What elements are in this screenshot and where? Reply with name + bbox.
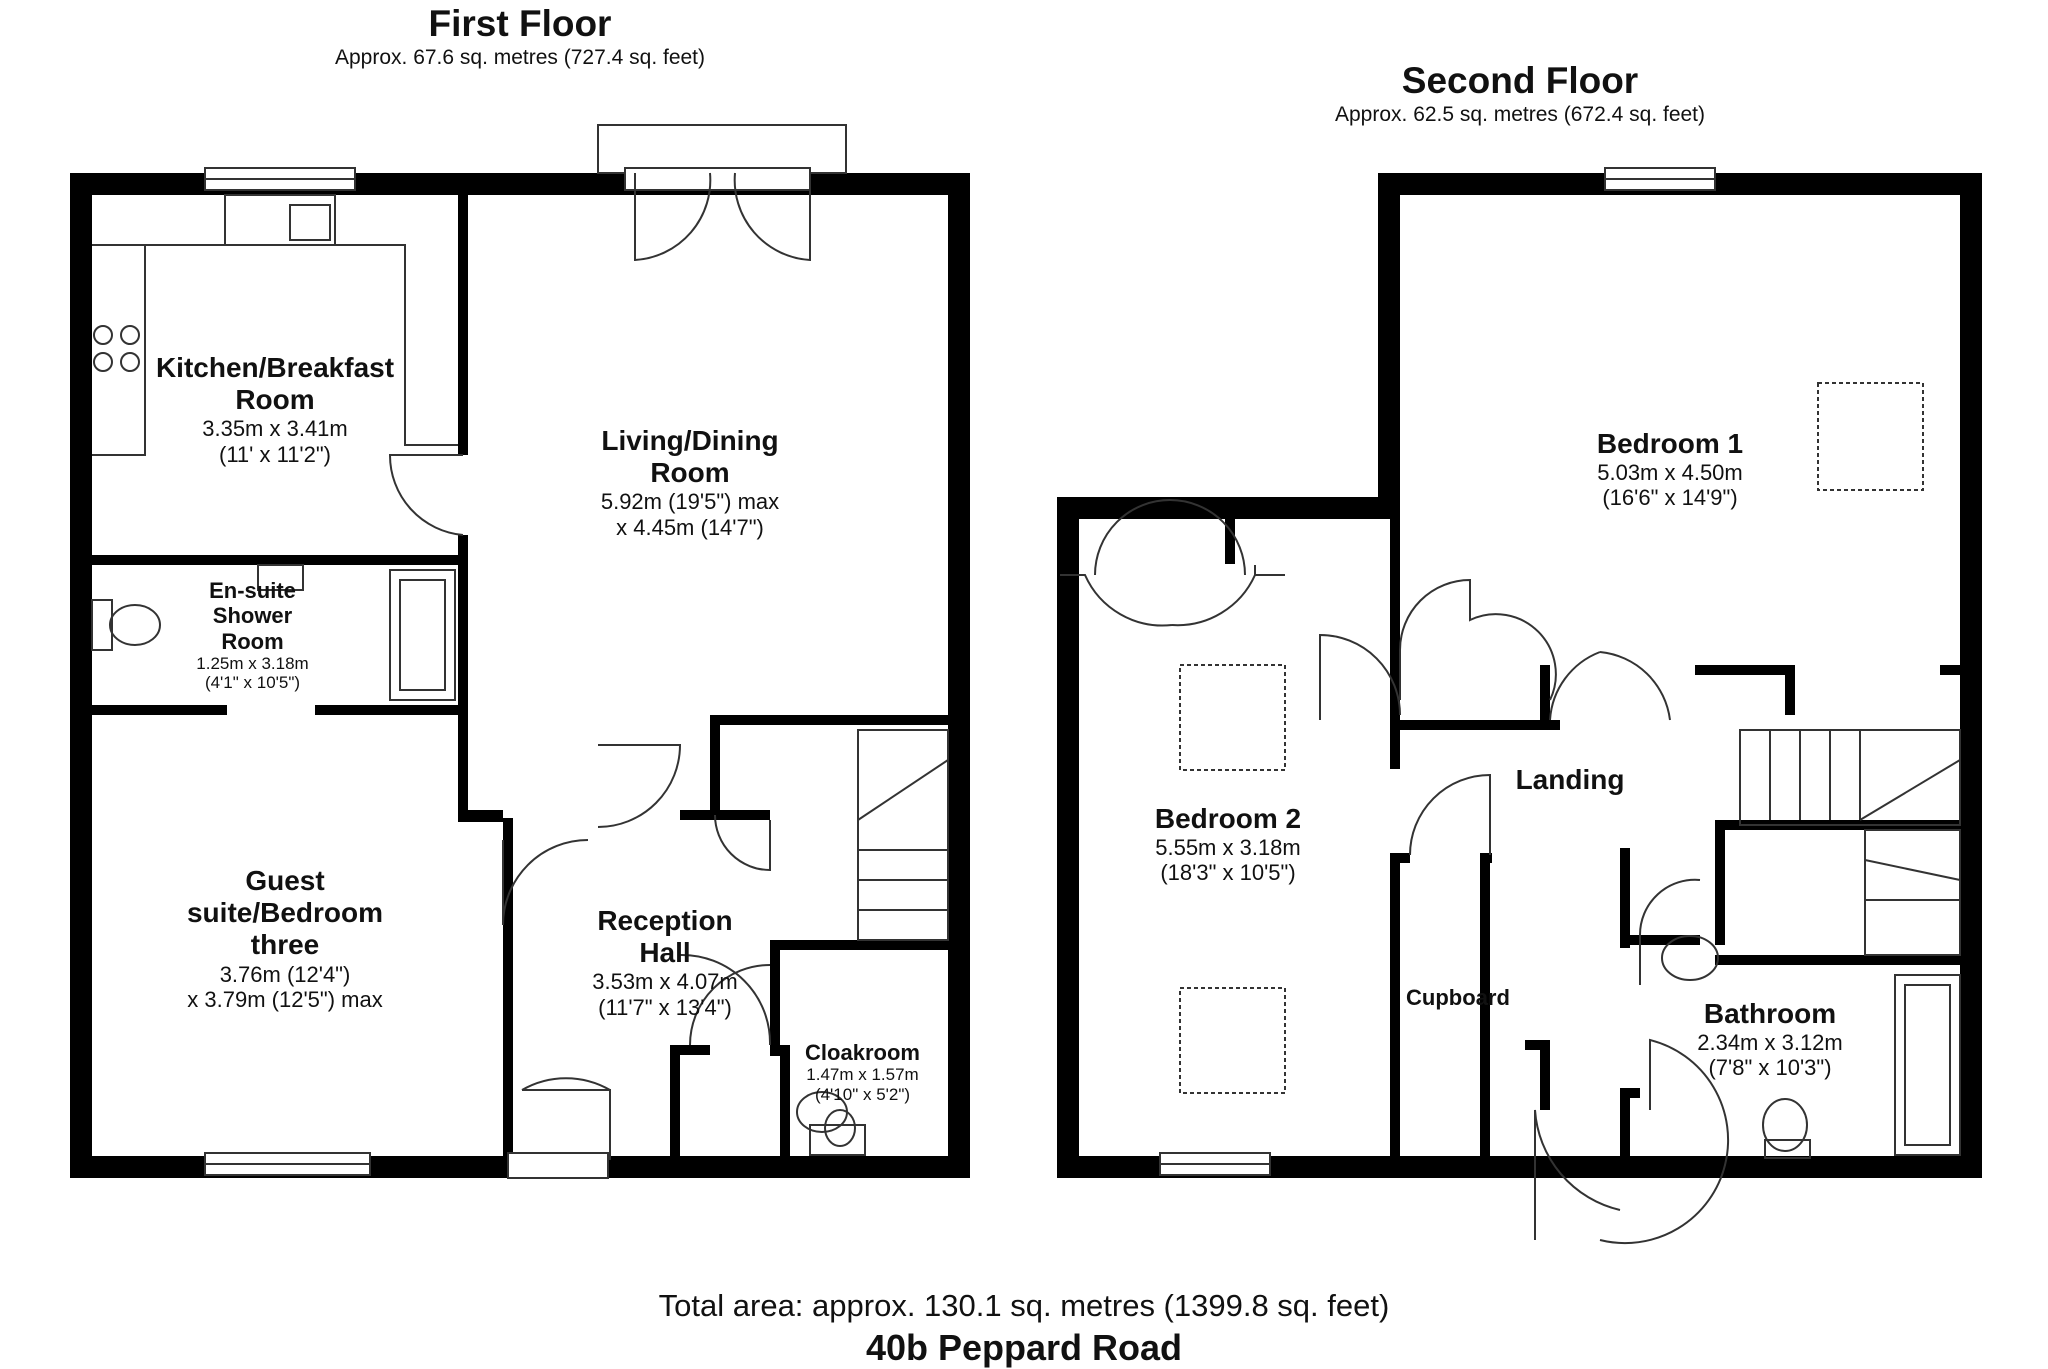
room-name: suite/Bedroom [186, 897, 384, 929]
room-cloakroom: Cloakroom 1.47m x 1.57m (4'10" x 5'2") [780, 1040, 945, 1104]
room-ensuite: En-suite Shower Room 1.25m x 3.18m (4'1"… [170, 578, 335, 693]
room-name: Living/Dining [601, 425, 779, 456]
room-kitchen: Kitchen/Breakfast Room 3.35m x 3.41m (11… [140, 352, 410, 467]
fixtures [91, 194, 1961, 1159]
property-address: 40b Peppard Road [865, 1327, 1183, 1368]
room-guest: Guest suite/Bedroom three 3.76m (12'4") … [140, 865, 430, 1012]
room-name: Room [650, 457, 730, 489]
room-dimensions: 1.47m x 1.57m [806, 1065, 919, 1085]
room-name: three [250, 929, 320, 961]
room-name: Cloakroom [805, 1040, 920, 1065]
room-dimensions: (7'8" x 10'3") [1708, 1055, 1832, 1081]
room-name: Shower [212, 603, 293, 629]
room-dimensions: (18'3" x 10'5") [1160, 860, 1296, 886]
room-cupboard: Cupboard [1406, 985, 1510, 1010]
room-dimensions: 5.55m x 3.18m [1155, 835, 1301, 861]
room-dimensions: (11' x 11'2") [219, 441, 331, 467]
room-bedroom1: Bedroom 1 5.03m x 4.50m (16'6" x 14'9") [1560, 428, 1780, 511]
room-dimensions: x 4.45m (14'7") [616, 514, 764, 540]
room-dimensions: 3.53m x 4.07m [592, 969, 738, 995]
room-dimensions: x 3.79m (12'5") max [187, 986, 383, 1012]
room-name: Kitchen/Breakfast [155, 352, 395, 383]
room-dimensions: 3.35m x 3.41m [202, 416, 348, 442]
room-name: Room [235, 384, 315, 416]
doors [388, 172, 1730, 1245]
room-dimensions: (4'1" x 10'5") [204, 673, 301, 693]
room-bathroom: Bathroom 2.34m x 3.12m (7'8" x 10'3") [1660, 998, 1880, 1081]
stairs [857, 729, 1961, 956]
room-name: Bathroom [1703, 998, 1837, 1029]
second-floor-title: Second Floor [1401, 60, 1639, 101]
room-dimensions: 1.25m x 3.18m [196, 653, 309, 673]
windows [204, 124, 1716, 1179]
room-name: Room [221, 628, 284, 654]
room-name: En-suite [209, 578, 296, 603]
room-dimensions: 3.76m (12'4") [219, 961, 351, 987]
room-dimensions: 2.34m x 3.12m [1697, 1030, 1843, 1056]
room-name: Reception [597, 905, 733, 936]
room-living: Living/Dining Room 5.92m (19'5") max x 4… [560, 425, 820, 540]
room-name: Bedroom 1 [1596, 428, 1744, 459]
room-name: Guest [245, 865, 325, 896]
room-dimensions: (11'7" x 13'4") [598, 994, 732, 1020]
total-area: Total area: approx. 130.1 sq. metres (13… [658, 1288, 1390, 1323]
room-dimensions: (16'6" x 14'9") [1602, 485, 1738, 511]
room-reception: Reception Hall 3.53m x 4.07m (11'7" x 13… [555, 905, 775, 1020]
second-floor-walls [1057, 173, 1982, 1178]
room-name: Bedroom 2 [1154, 803, 1302, 834]
first-floor-title: First Floor [428, 3, 612, 44]
room-bedroom2: Bedroom 2 5.55m x 3.18m (18'3" x 10'5") [1118, 803, 1338, 886]
room-dimensions: (4'10" x 5'2") [814, 1084, 911, 1104]
first-floor-area: Approx. 67.6 sq. metres (727.4 sq. feet) [334, 46, 706, 69]
room-dimensions: 5.03m x 4.50m [1597, 460, 1743, 486]
second-floor-area: Approx. 62.5 sq. metres (672.4 sq. feet) [1334, 103, 1706, 126]
room-landing: Landing [1515, 764, 1625, 795]
room-dimensions: 5.92m (19'5") max [600, 489, 780, 515]
room-name: Hall [639, 937, 691, 969]
